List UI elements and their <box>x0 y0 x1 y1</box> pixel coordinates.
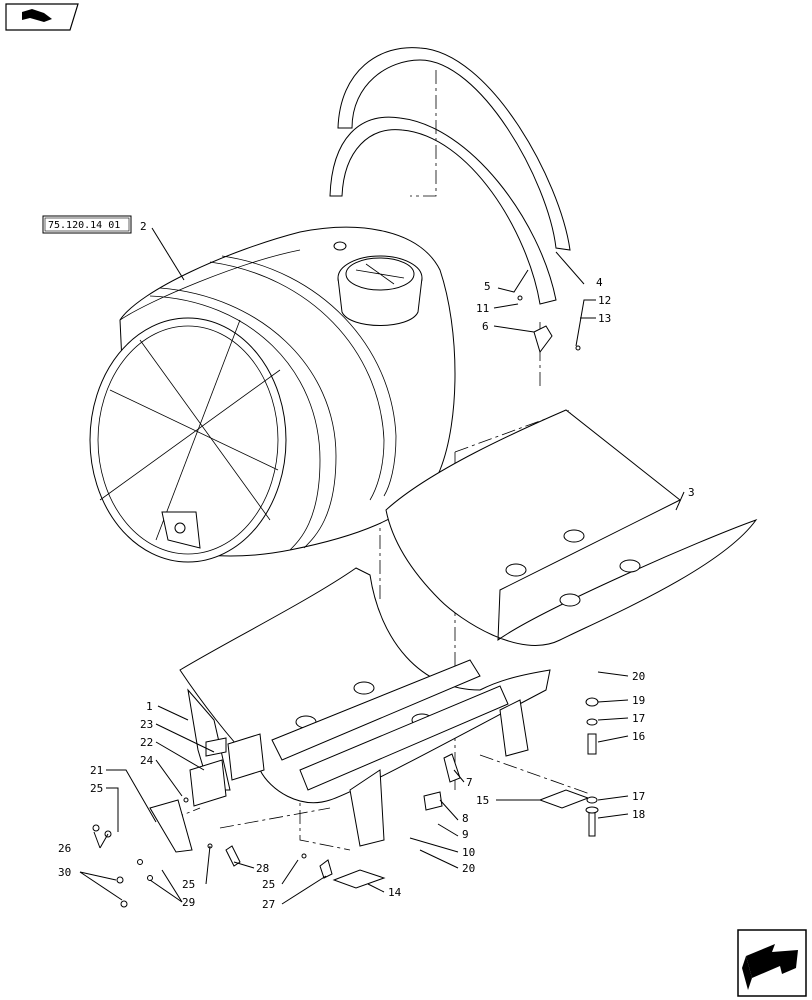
callout-10[interactable]: 10 <box>462 846 475 859</box>
callout-27[interactable]: 27 <box>262 898 275 911</box>
callout-23[interactable]: 23 <box>140 718 153 731</box>
callout-3[interactable]: 3 <box>688 486 695 499</box>
callout-20-upper[interactable]: 20 <box>632 670 645 683</box>
callout-6[interactable]: 6 <box>482 320 489 333</box>
callout-26[interactable]: 26 <box>58 842 71 855</box>
callout-30[interactable]: 30 <box>58 866 71 879</box>
callouts: 2 4 5 11 12 13 6 3 1 23 22 24 21 25 26 3… <box>58 220 695 911</box>
callout-25-middle[interactable]: 25 <box>182 878 195 891</box>
callout-22[interactable]: 22 <box>140 736 153 749</box>
callout-2[interactable]: 2 <box>140 220 147 233</box>
strap-part <box>329 47 571 305</box>
callout-8[interactable]: 8 <box>462 812 469 825</box>
hardware-stack <box>517 295 599 837</box>
callout-5[interactable]: 5 <box>484 280 491 293</box>
callout-9[interactable]: 9 <box>462 828 469 841</box>
reference-box-text: 75.120.14 01 <box>48 220 120 231</box>
callout-12[interactable]: 12 <box>598 294 611 307</box>
callout-7[interactable]: 7 <box>466 776 473 789</box>
callout-25-lower[interactable]: 25 <box>262 878 275 891</box>
callout-1[interactable]: 1 <box>146 700 153 713</box>
callout-29[interactable]: 29 <box>182 896 195 909</box>
leader-lines <box>79 227 685 905</box>
callout-18[interactable]: 18 <box>632 808 645 821</box>
callout-4[interactable]: 4 <box>596 276 603 289</box>
callout-28[interactable]: 28 <box>256 862 269 875</box>
callout-15[interactable]: 15 <box>476 794 489 807</box>
callout-21[interactable]: 21 <box>90 764 103 777</box>
callout-16[interactable]: 16 <box>632 730 645 743</box>
next-page-arrow-icon[interactable] <box>737 929 807 997</box>
callout-25-upper[interactable]: 25 <box>90 782 103 795</box>
callout-17-upper[interactable]: 17 <box>632 712 645 725</box>
callout-24[interactable]: 24 <box>140 754 154 767</box>
callout-19[interactable]: 19 <box>632 694 645 707</box>
callout-11[interactable]: 11 <box>476 302 489 315</box>
callout-17-lower[interactable]: 17 <box>632 790 645 803</box>
tank-cradle <box>149 567 590 889</box>
left-hardware <box>92 797 333 908</box>
callout-20-lower[interactable]: 20 <box>462 862 475 875</box>
page-book-icon[interactable] <box>5 3 79 31</box>
callout-14[interactable]: 14 <box>388 886 402 899</box>
callout-13[interactable]: 13 <box>598 312 611 325</box>
reference-box[interactable]: 75.120.14 01 <box>42 215 132 234</box>
tank-pad-upper <box>385 409 758 646</box>
fuel-tank <box>89 226 456 563</box>
